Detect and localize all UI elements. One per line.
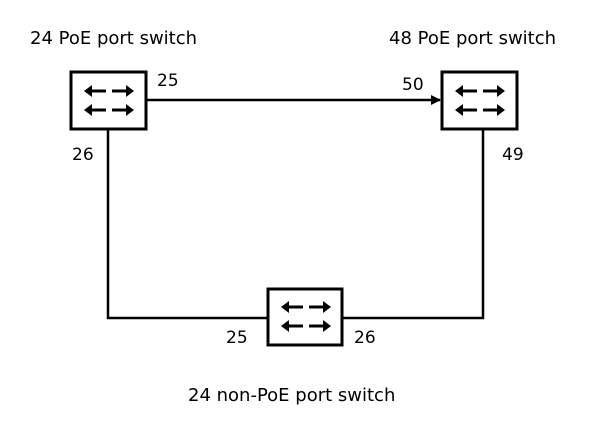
link-49-to-bottom-26	[342, 130, 485, 320]
switch-48-poe	[440, 70, 519, 131]
port-label-top-right-49: 49	[502, 145, 524, 165]
switch-24-poe	[69, 70, 148, 131]
port-label-top-left-26: 26	[72, 145, 94, 165]
port-label-bottom-26: 26	[354, 328, 376, 348]
port-label-bottom-25: 25	[226, 328, 248, 348]
switch-24-non-poe	[266, 287, 344, 347]
port-label-top-left-25: 25	[157, 71, 179, 91]
port-label-top-right-50: 50	[402, 75, 424, 95]
label-24-non-poe-switch: 24 non-PoE port switch	[188, 385, 395, 406]
label-48-poe-switch: 48 PoE port switch	[389, 28, 556, 49]
label-24-poe-switch: 24 PoE port switch	[30, 28, 197, 49]
link-26-to-bottom-25	[106, 130, 268, 320]
